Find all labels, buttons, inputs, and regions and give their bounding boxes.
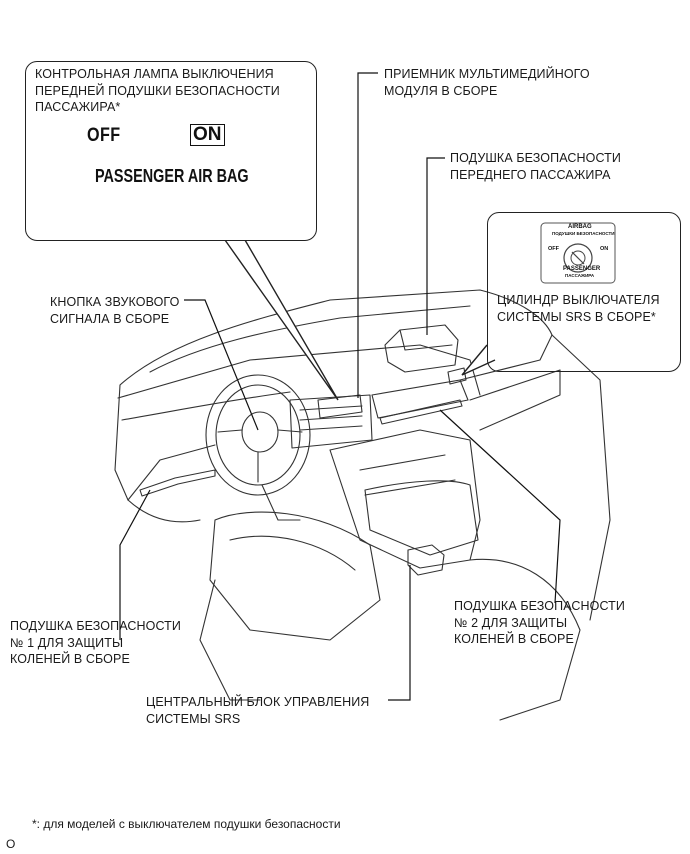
front-passenger-airbag-label: ПОДУШКА БЕЗОПАСНОСТИ ПЕРЕДНЕГО ПАССАЖИРА bbox=[450, 151, 621, 182]
figure-code: O bbox=[6, 837, 16, 851]
dial-title: AIRBAG bbox=[568, 224, 592, 230]
knee-airbag-2-label: ПОДУШКА БЕЗОПАСНОСТИ № 2 ДЛЯ ЗАЩИТЫ КОЛЕ… bbox=[454, 599, 625, 646]
dial-off: OFF bbox=[548, 246, 559, 252]
dial-passenger-ru: ПАССАЖИРА bbox=[565, 273, 595, 278]
dial-passenger: PASSENGER bbox=[563, 266, 601, 272]
switch-callout bbox=[487, 212, 681, 372]
off-indicator-text: OFF bbox=[87, 125, 121, 146]
on-indicator-text: ON bbox=[190, 124, 225, 146]
passenger-airbag-text: PASSENGER AIR BAG bbox=[95, 166, 249, 186]
srs-center-unit-label: ЦЕНТРАЛЬНЫЙ БЛОК УПРАВЛЕНИЯ СИСТЕМЫ SRS bbox=[146, 695, 370, 726]
dial-on: ON bbox=[600, 246, 609, 252]
lamp-callout bbox=[25, 61, 317, 241]
knee-airbag-1-label: ПОДУШКА БЕЗОПАСНОСТИ № 1 ДЛЯ ЗАЩИТЫ КОЛЕ… bbox=[10, 619, 181, 666]
dial-subtitle: ПОДУШКИ БЕЗОПАСНОСТИ bbox=[552, 231, 615, 236]
horn-button-label: КНОПКА ЗВУКОВОГО СИГНАЛА В СБОРЕ bbox=[50, 295, 180, 326]
srs-switch-dial-icon bbox=[540, 222, 616, 284]
switch-callout-label: ЦИЛИНДР ВЫКЛЮЧАТЕЛЯ СИСТЕМЫ SRS В СБОРЕ* bbox=[497, 293, 660, 324]
footnote: *: для моделей с выключателем подушки бе… bbox=[32, 817, 341, 831]
lamp-callout-label: КОНТРОЛЬНАЯ ЛАМПА ВЫКЛЮЧЕНИЯ ПЕРЕДНЕЙ ПО… bbox=[35, 67, 280, 114]
multimedia-receiver-label: ПРИЕМНИК МУЛЬТИМЕДИЙНОГО МОДУЛЯ В СБОРЕ bbox=[384, 67, 590, 98]
